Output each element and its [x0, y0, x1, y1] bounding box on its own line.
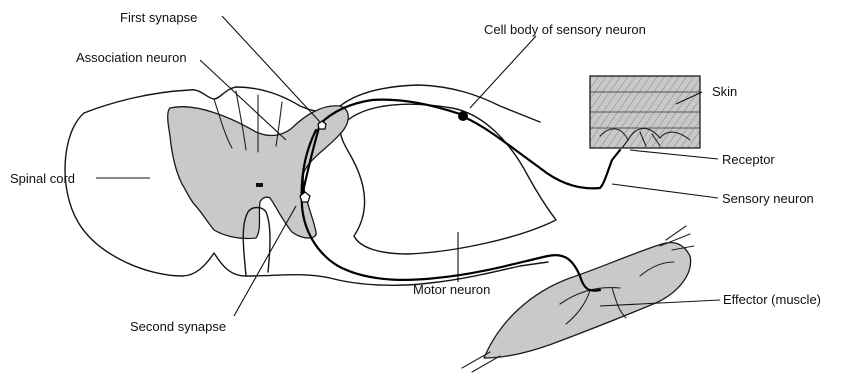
label-second-synapse: Second synapse: [130, 319, 226, 334]
label-sensory-neuron: Sensory neuron: [722, 191, 814, 206]
label-receptor: Receptor: [722, 152, 775, 167]
spinal-cord-outline: [65, 85, 548, 285]
label-cell-body-sensory-neuron: Cell body of sensory neuron: [484, 22, 646, 37]
label-skin: Skin: [712, 84, 737, 99]
muscle-effector: [462, 226, 694, 372]
label-effector-muscle: Effector (muscle): [723, 292, 821, 307]
ventral-root-loop: [340, 104, 556, 254]
label-association-neuron: Association neuron: [76, 50, 187, 65]
label-spinal-cord: Spinal cord: [10, 171, 75, 186]
label-first-synapse: First synapse: [120, 10, 197, 25]
label-motor-neuron: Motor neuron: [413, 282, 490, 297]
skin-block: [590, 76, 700, 148]
nerve-pathway: [300, 100, 620, 291]
central-canal: [256, 183, 263, 187]
